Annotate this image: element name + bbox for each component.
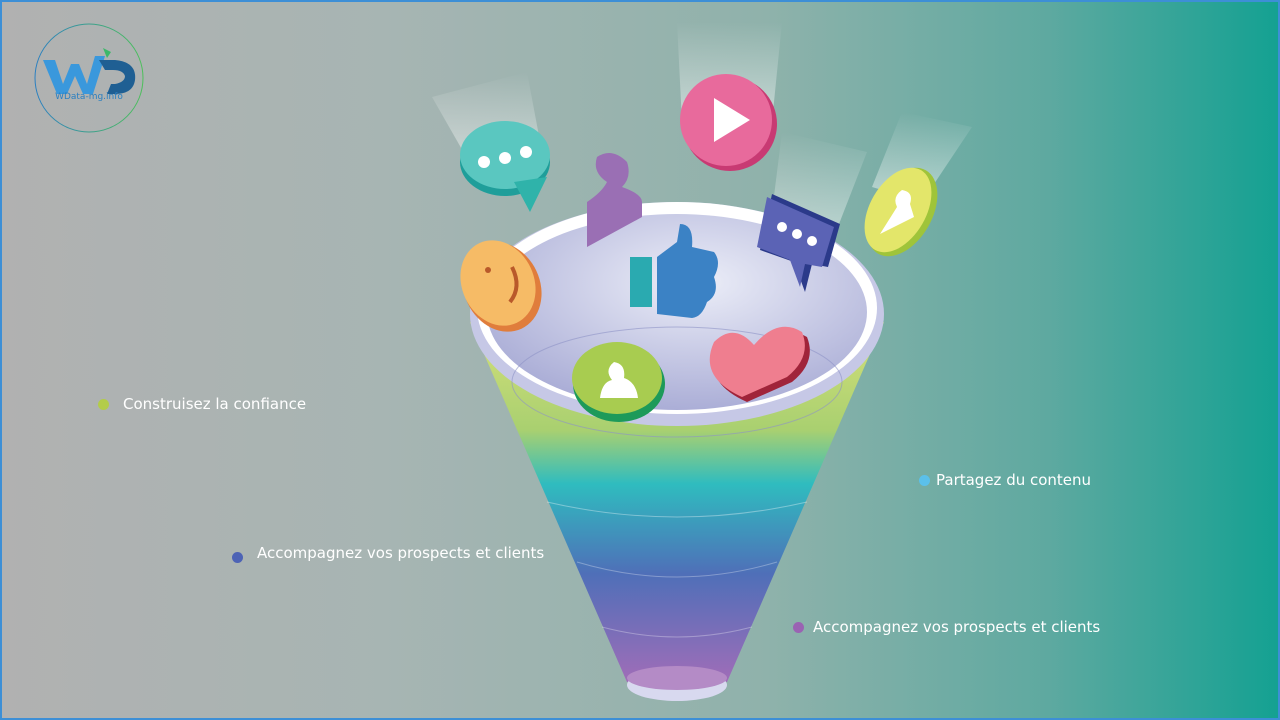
chat-bubble-icon xyxy=(460,121,550,212)
logo-text: WData-mg.info xyxy=(55,92,123,102)
logo-mark-icon xyxy=(34,23,144,133)
label-text: Partagez du contenu xyxy=(936,471,1092,489)
bullet-dot-icon xyxy=(919,474,930,486)
bullet-dot-icon xyxy=(793,621,804,633)
message-icon xyxy=(757,194,840,292)
label-support-prospects: Accompagnez vos prospects et clients xyxy=(232,542,544,563)
bullet-dot-icon xyxy=(98,398,109,410)
label-text: Construisez la confiance xyxy=(123,395,307,413)
profile-badge-icon xyxy=(572,342,665,422)
play-icon xyxy=(680,74,777,171)
user-icon xyxy=(587,153,642,247)
label-build-trust: Construisez la confiance xyxy=(98,395,306,413)
bullet-dot-icon xyxy=(232,552,243,563)
thumbs-up-icon xyxy=(630,224,718,318)
smiley-icon xyxy=(460,240,542,332)
label-share-content: Partagez du contenu xyxy=(919,471,1091,489)
label-text: Accompagnez vos prospects et clients xyxy=(813,618,1101,636)
label-support-clients: Accompagnez vos prospects et clients xyxy=(793,618,1100,636)
logo: WData-mg.info xyxy=(33,22,145,134)
heart-icon xyxy=(709,326,810,402)
label-text: Accompagnez vos prospects et clients xyxy=(257,543,545,562)
user-badge-icon xyxy=(864,167,938,257)
funnel-body xyxy=(470,322,884,682)
